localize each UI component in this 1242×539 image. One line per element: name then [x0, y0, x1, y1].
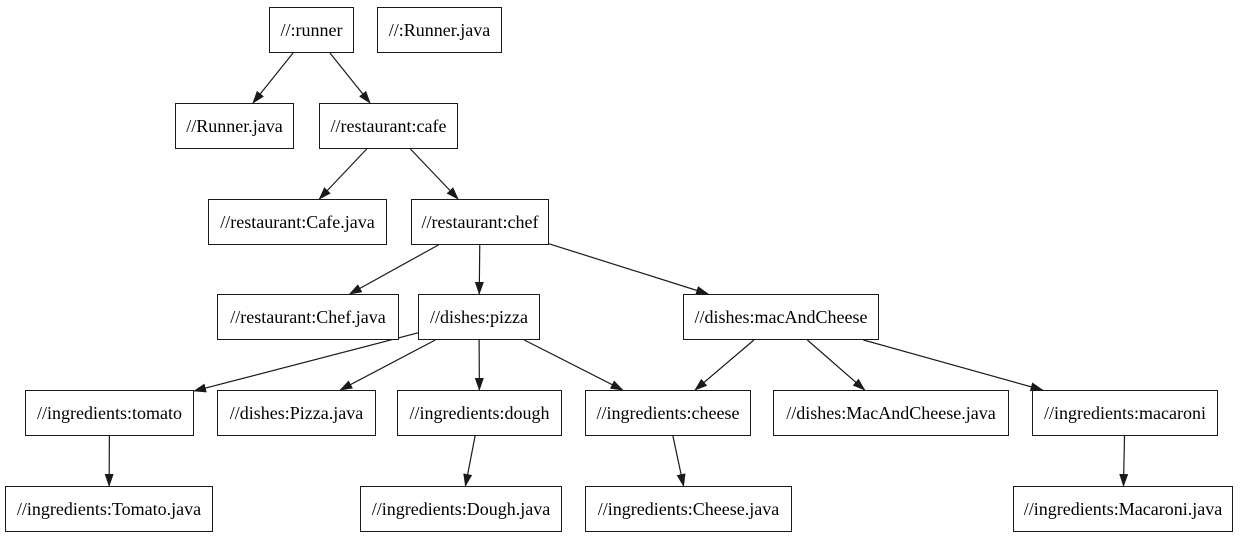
edge-mac-and-cheese-to-mac-and-cheese-java: [806, 339, 866, 391]
graph-node-mac-and-cheese: //dishes:macAndCheese: [683, 294, 879, 340]
edge-mac-and-cheese-to-macaroni: [863, 339, 1044, 392]
graph-node-tomato-java: //ingredients:Tomato.java: [5, 486, 213, 532]
graph-node-chef: //restaurant:chef: [411, 199, 549, 245]
edge-chef-to-mac-and-cheese: [548, 243, 710, 295]
graph-node-cafe-java: //restaurant:Cafe.java: [208, 199, 387, 245]
graph-node-macaroni-java: //ingredients:Macaroni.java: [1013, 486, 1233, 532]
edge-dough-to-dough-java: [463, 435, 476, 487]
edge-chef-to-pizza: [474, 244, 484, 295]
edge-macaroni-to-macaroni-java: [1119, 435, 1129, 487]
edge-cafe-to-cafe-java: [318, 148, 368, 200]
graph-node-cheese: //ingredients:cheese: [585, 390, 751, 436]
graph-node-pizza: //dishes:pizza: [418, 294, 540, 340]
edge-chef-to-chef-java: [348, 244, 439, 295]
graph-node-mac-and-cheese-java: //dishes:MacAndCheese.java: [773, 390, 1009, 436]
graph-node-pizza-java: //dishes:Pizza.java: [217, 390, 376, 436]
graph-node-runner-java: //Runner.java: [175, 103, 294, 149]
edge-mac-and-cheese-to-cheese: [694, 339, 755, 391]
edge-cafe-to-chef: [409, 148, 459, 200]
graph-node-chef-java: //restaurant:Chef.java: [217, 294, 399, 340]
graph-node-macaroni: //ingredients:macaroni: [1032, 390, 1218, 436]
edge-runner-to-runner-java: [252, 52, 294, 104]
edge-pizza-to-tomato: [193, 332, 419, 393]
graph-node-runner: //:runner: [269, 7, 354, 53]
edge-pizza-to-cheese: [524, 339, 624, 391]
graph-node-runner-java-root: //:Runner.java: [377, 7, 502, 53]
graph-node-tomato: //ingredients:tomato: [25, 390, 194, 436]
graph-node-cafe: //restaurant:cafe: [319, 103, 458, 149]
edge-pizza-to-pizza-java: [339, 339, 436, 391]
graph-node-cheese-java: //ingredients:Cheese.java: [585, 486, 792, 532]
graph-node-dough-java: //ingredients:Dough.java: [360, 486, 562, 532]
graph-node-dough: //ingredients:dough: [397, 390, 562, 436]
edge-cheese-to-cheese-java: [672, 435, 686, 487]
edge-runner-to-cafe: [329, 52, 371, 104]
